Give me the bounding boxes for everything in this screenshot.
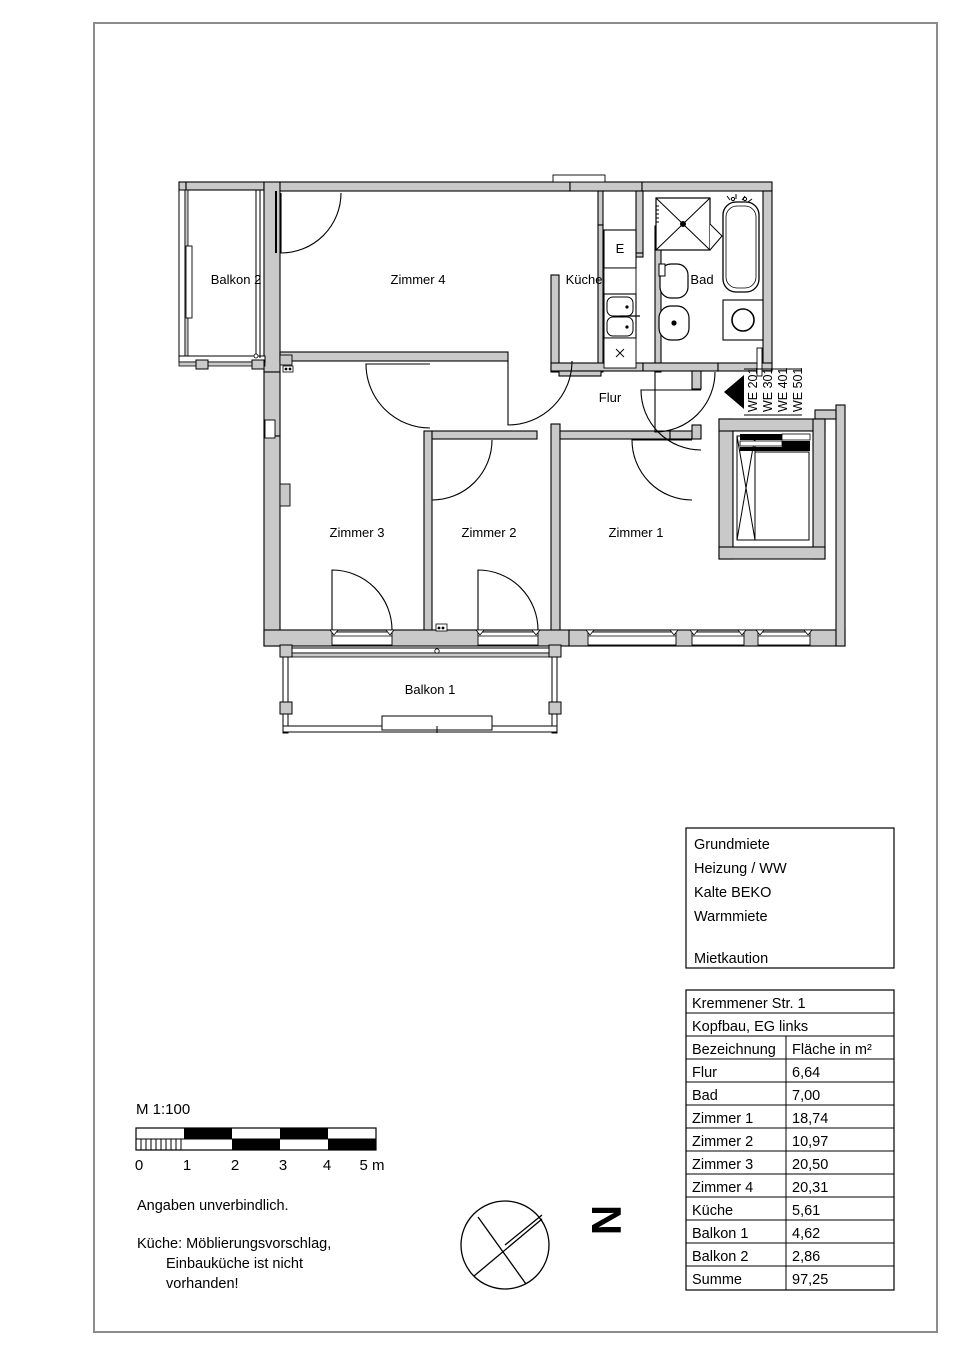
room-label-zimmer-2: Zimmer 2 [462,525,517,540]
scale-bar: M 1:100 0 1 2 3 4 5 m [135,1101,385,1174]
room-label-flur: Flur [599,390,622,405]
windows [264,174,813,646]
scale-tick-5: 5 m [359,1157,384,1174]
room-label-zimmer-1: Zimmer 1 [609,525,664,540]
note-kitchen-line-3: vorhanden! [166,1276,239,1292]
page-border [93,22,938,1333]
cost-line-beko: Kalte BEKO [694,885,771,901]
room-label-bad: Bad [690,272,713,287]
room-label-kueche: Küche [566,272,603,287]
we-labels: WE 201 WE 301 WE 401 WE 501 [746,367,805,412]
table-row-area: 7,00 [792,1088,820,1104]
cost-box: Grundmiete Heizung / WW Kalte BEKO Warmm… [685,827,895,969]
table-row-name: Zimmer 1 [692,1111,753,1127]
room-label-zimmer-3: Zimmer 3 [330,525,385,540]
table-row-name: Balkon 2 [692,1249,748,1265]
doors [275,191,716,631]
note-disclaimer: Angaben unverbindlich. [137,1198,289,1214]
we-label-501: WE 501 [791,367,805,412]
we-label-401: WE 401 [776,367,790,412]
table-row-name: Bad [692,1088,718,1104]
table-row-area: 10,97 [792,1134,828,1150]
bathroom-fixtures [655,194,764,377]
elevator-shaft [732,430,814,548]
svg-text:E: E [616,241,625,256]
table-header-name: Bezeichnung [692,1042,776,1058]
cost-line-grundmiete: Grundmiete [694,837,770,853]
table-row-name: Zimmer 2 [692,1134,753,1150]
kitchen-fixtures: E [603,229,640,369]
scale-tick-3: 3 [279,1157,287,1174]
scale-label: M 1:100 [136,1101,190,1118]
table-row-name: Zimmer 4 [692,1180,753,1196]
table-row-area: 18,74 [792,1111,828,1127]
cost-line-heizung: Heizung / WW [694,861,787,877]
room-label-balkon-2: Balkon 2 [211,272,262,287]
compass-north-label: N [583,1205,630,1235]
we-label-201: WE 201 [746,367,760,412]
table-row-name: Flur [692,1065,717,1081]
table-row-area: 4,62 [792,1226,820,1242]
note-kitchen-line-1: Küche: Möblierungsvorschlag, [137,1236,331,1252]
balkon-2 [178,189,266,370]
table-row-area: 20,31 [792,1180,828,1196]
unit-entrance-marker [724,368,802,416]
electrical-symbols [282,365,448,632]
scale-tick-4: 4 [323,1157,331,1174]
cost-line-warmmiete: Warmmiete [694,909,768,925]
walls [178,181,846,647]
table-row-area-summe: 97,25 [792,1272,828,1288]
balkon-1 [279,644,562,734]
table-subtitle: Kopfbau, EG links [692,1019,808,1035]
scale-tick-2: 2 [231,1157,239,1174]
table-row-area: 6,64 [792,1065,820,1081]
table-row-area: 5,61 [792,1203,820,1219]
compass-rose: N [460,1200,630,1290]
table-row-name: Küche [692,1203,733,1219]
table-header-area: Fläche in m² [792,1042,872,1058]
cost-line-mietkaution: Mietkaution [694,951,768,967]
note-kitchen-line-2: Einbauküche ist nicht [166,1256,303,1272]
table-row-name: Zimmer 3 [692,1157,753,1173]
we-label-301: WE 301 [761,367,775,412]
room-label-balkon-1: Balkon 1 [405,682,456,697]
area-table: Kremmener Str. 1 Kopfbau, EG links Bezei… [685,989,895,1291]
scale-tick-1: 1 [183,1157,191,1174]
scale-tick-0: 0 [135,1157,143,1174]
table-address: Kremmener Str. 1 [692,996,806,1012]
room-label-zimmer-4: Zimmer 4 [391,272,446,287]
table-row-area: 2,86 [792,1249,820,1265]
table-row-area: 20,50 [792,1157,828,1173]
table-row-name: Balkon 1 [692,1226,748,1242]
table-row-name-summe: Summe [692,1272,742,1288]
